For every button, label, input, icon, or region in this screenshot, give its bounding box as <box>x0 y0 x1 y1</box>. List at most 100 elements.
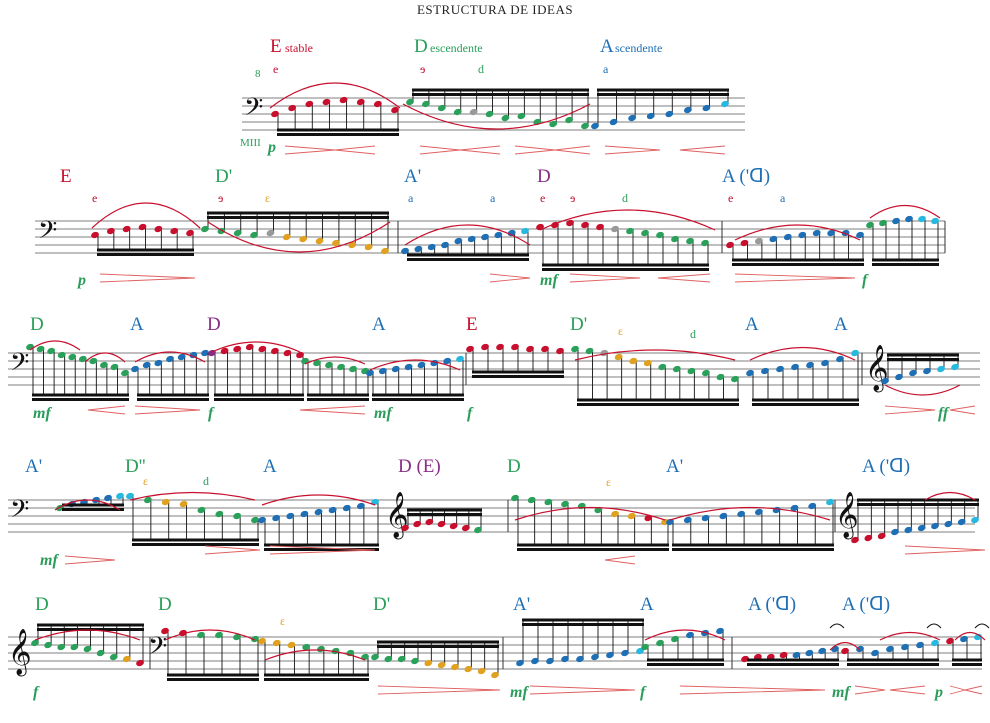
sys4-label-4: D <box>507 456 521 477</box>
treble-clef-icon: 𝄞 <box>835 492 859 540</box>
slur <box>84 352 126 363</box>
slur <box>207 221 391 253</box>
note-head <box>641 643 649 651</box>
note-head <box>871 649 879 657</box>
note-head <box>449 522 458 530</box>
note-head <box>78 355 87 363</box>
note-head <box>521 227 529 235</box>
slur <box>369 359 461 371</box>
note-head <box>384 655 393 663</box>
note-head <box>47 347 56 355</box>
note-head <box>546 657 554 665</box>
beam <box>167 673 259 677</box>
note-head <box>561 500 569 508</box>
slur <box>644 629 726 641</box>
note-head <box>201 225 209 233</box>
beam <box>747 658 839 662</box>
notes-sys5-a4 <box>841 639 939 666</box>
note-head <box>437 104 446 112</box>
note-head <box>646 112 655 120</box>
note-head <box>143 496 152 504</box>
note-head <box>373 100 382 108</box>
slur <box>211 341 301 353</box>
beam <box>472 375 564 378</box>
note-head <box>122 655 131 663</box>
dynamic-p: p <box>76 272 86 289</box>
hairpin <box>679 685 826 695</box>
beam <box>407 253 529 257</box>
octave-mark: 8 <box>255 68 261 80</box>
note-head <box>686 237 694 245</box>
beam <box>522 618 644 622</box>
note-head <box>904 526 913 534</box>
sys2-letter-1: ɘ <box>218 191 223 205</box>
note-head <box>761 367 769 375</box>
slur <box>869 205 941 219</box>
note-head <box>881 377 889 385</box>
notes-sys4-d <box>126 492 259 546</box>
note-head <box>769 235 778 243</box>
string-mark: MIII <box>240 137 261 149</box>
note-head <box>339 96 348 104</box>
note-head <box>104 494 112 502</box>
slur <box>879 631 941 641</box>
beam <box>132 543 259 546</box>
hairpin <box>377 685 501 695</box>
note-head <box>909 369 917 377</box>
beam <box>407 508 482 512</box>
hairpin <box>269 545 376 555</box>
slur <box>539 209 716 231</box>
note-head <box>70 643 79 651</box>
note-head <box>466 345 474 353</box>
note-head <box>826 498 834 506</box>
slur <box>749 347 856 361</box>
sys2-letter-4: a <box>490 191 496 205</box>
sys4-label-0: A' <box>25 456 42 477</box>
note-head <box>401 524 409 532</box>
note-head <box>110 363 119 371</box>
beam <box>887 353 959 357</box>
note-head <box>851 536 859 544</box>
note-head <box>606 651 614 659</box>
note-head <box>271 110 279 118</box>
slur <box>884 384 961 396</box>
slur <box>264 649 366 661</box>
beam <box>32 393 129 397</box>
beam <box>472 370 564 374</box>
note-head <box>245 343 254 351</box>
note-head <box>671 235 679 243</box>
hairpin <box>657 273 711 283</box>
hairpin <box>87 405 126 415</box>
note-head <box>754 508 763 516</box>
note-head <box>36 345 45 353</box>
slur <box>304 356 366 365</box>
sys3-label-6: A <box>745 314 759 335</box>
note-head <box>337 363 345 371</box>
beam <box>672 543 834 547</box>
note-head <box>517 112 526 120</box>
note-head <box>299 235 308 243</box>
sys2-label-4: A ('ᗡ) <box>722 166 770 187</box>
note-head <box>286 512 295 520</box>
note-head <box>425 518 434 526</box>
sys3-letter-0: ɛ <box>618 324 623 338</box>
note-head <box>658 363 667 371</box>
slur-sys1-e <box>269 82 401 109</box>
slur <box>404 224 531 246</box>
note-head <box>511 343 519 351</box>
sys3-letter-1: d <box>690 327 696 341</box>
slur <box>34 629 141 641</box>
beam <box>407 513 482 516</box>
notes-sys3-d3 <box>301 357 369 401</box>
sys2-label-2: A' <box>404 166 421 187</box>
note-head <box>381 247 389 255</box>
beam <box>732 263 864 266</box>
note-head <box>656 639 664 647</box>
note-head <box>121 369 129 377</box>
note-head <box>496 343 504 351</box>
note-head <box>474 526 482 534</box>
legend-descendente-initial: D <box>414 36 428 57</box>
note-head <box>315 237 324 245</box>
fermata-icon <box>974 623 990 629</box>
